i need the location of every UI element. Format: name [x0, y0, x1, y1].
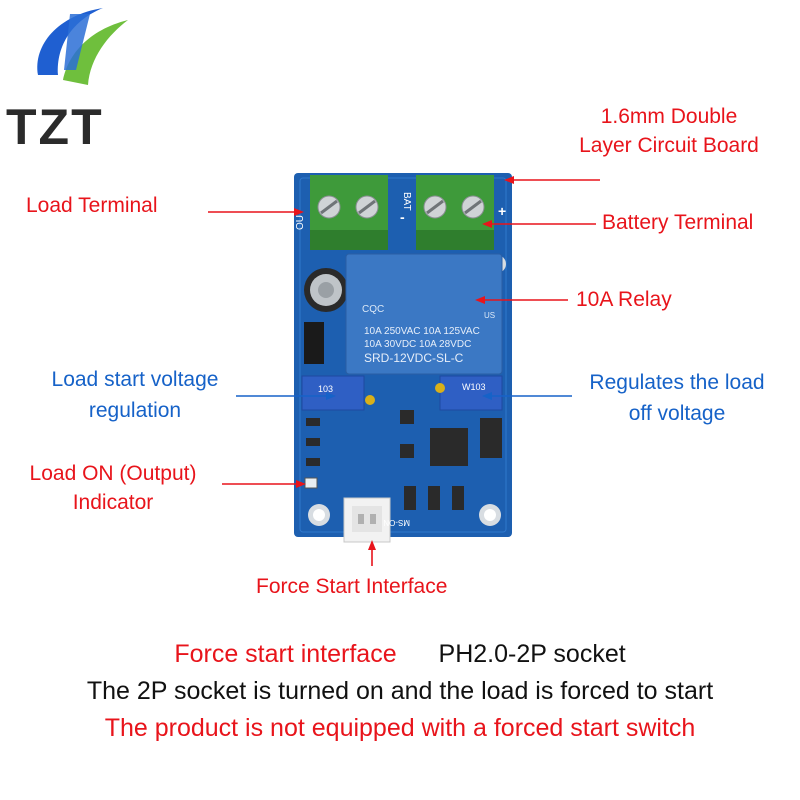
double-layer-line1: 1.6mm Double — [600, 105, 738, 128]
transistor-icon — [304, 322, 324, 364]
relay-model: SRD-12VDC-SL-C — [364, 351, 464, 365]
annotation-lines-blue — [236, 392, 572, 400]
capacitor-icon — [304, 268, 348, 312]
logo-swoosh-icon — [37, 8, 128, 85]
force-start-connector — [343, 497, 391, 543]
led-indicator — [304, 477, 318, 489]
silk-bat-label: BAT — [401, 192, 412, 211]
indicator-label: Load ON (Output) Indicator — [8, 459, 218, 517]
caption-socket: PH2.0-2P socket — [438, 640, 626, 668]
double-layer-line2: Layer Circuit Board — [579, 134, 759, 157]
double-layer-label: 1.6mm Double Layer Circuit Board — [560, 102, 778, 160]
annotation-arrows — [208, 176, 600, 566]
pcb-board-image: BAT OUT + - CQC US 10A 250VAC 10A 125VAC… — [208, 173, 600, 566]
start-voltage-line2: regulation — [88, 399, 182, 422]
relay-line1: 10A 250VAC 10A 125VAC — [364, 326, 480, 337]
load-terminal-label: Load Terminal — [26, 194, 158, 217]
caption-line3: The product is not equipped with a force… — [104, 714, 696, 742]
caption-force-start: Force start interface — [174, 640, 397, 668]
off-voltage-line2: off voltage — [628, 402, 726, 425]
relay-mark: US — [484, 311, 495, 320]
silk-connector-label: MS-ON — [383, 518, 410, 527]
svg-text:103: 103 — [318, 384, 333, 394]
battery-terminal-label: Battery Terminal — [602, 211, 754, 234]
indicator-line1: Load ON (Output) — [29, 462, 197, 485]
silk-plus: + — [498, 203, 506, 219]
force-start-label: Force Start Interface — [256, 575, 448, 598]
logo-text: TZT — [6, 99, 104, 155]
relay-component: CQC US 10A 250VAC 10A 125VAC 10A 30VDC 1… — [345, 253, 503, 375]
relay-label: 10A Relay — [576, 288, 672, 311]
off-voltage-line1: Regulates the load — [589, 371, 765, 394]
start-voltage-label: Load start voltage regulation — [30, 364, 240, 426]
indicator-line2: Indicator — [72, 491, 154, 514]
smd-components — [306, 410, 502, 510]
silk-minus: - — [400, 209, 405, 225]
relay-line2: 10A 30VDC 10A 28VDC — [364, 339, 471, 350]
svg-text:W103: W103 — [462, 382, 486, 392]
start-voltage-line1: Load start voltage — [51, 368, 219, 391]
off-voltage-label: Regulates the load off voltage — [568, 367, 786, 429]
battery-terminal-block — [416, 175, 494, 250]
potentiometer-left: 103 — [301, 375, 375, 411]
relay-brand: CQC — [362, 304, 384, 315]
caption-line1: Force start interface PH2.0-2P socket — [0, 637, 800, 671]
load-terminal-block — [310, 175, 388, 250]
silk-out-label: OUT — [295, 209, 306, 230]
caption-line2: The 2P socket is turned on and the load … — [86, 677, 714, 705]
